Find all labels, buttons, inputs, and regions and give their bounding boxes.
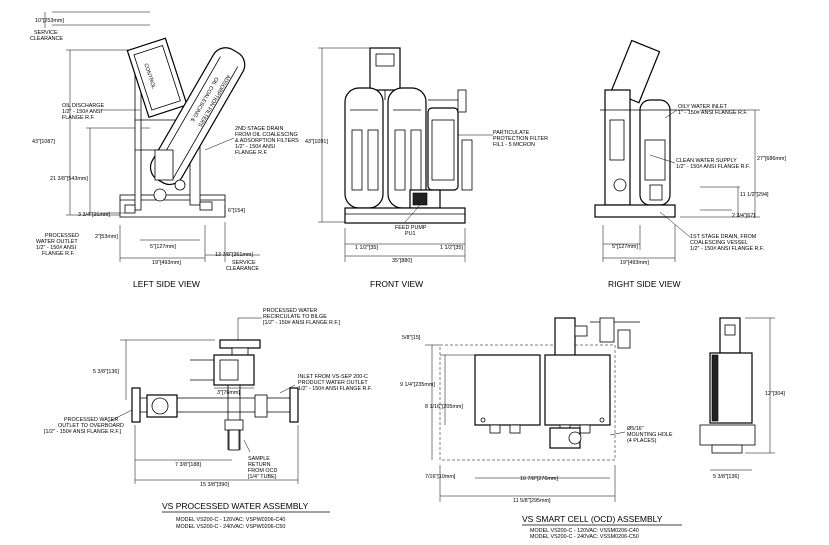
left-service-side-dim: 13 7/8"[351mm] [215,252,253,258]
pw-recirc-l2: RECIRCULATE TO BILGE [263,314,327,320]
left-2nd-stage-l3: & ADSORPTION FILTERS [235,138,299,144]
left-service-side-l1: SERVICE [232,260,256,266]
pw-model-2: MODEL VS200-C - 240VAC: VSPW0206-C50 [176,524,285,530]
pw-sample-l3: FROM OCD [248,468,277,474]
left-oil-discharge-l1: OIL DISCHARGE [62,103,104,109]
left-processed-outlet-l2: WATER OUTLET [36,239,78,245]
pw-inlet-l1: INLET FROM VS-SEP 200-C [298,374,368,380]
pw-overboard-l1: PROCESSED WATER [64,417,118,423]
front-d1-5-left-dim: 1 1/2"[35] [355,245,378,251]
left-d19-dim: 19"[493mm] [152,260,181,266]
left-h43-dim: 43"[1087] [32,139,55,145]
right-view-title: RIGHT SIDE VIEW [608,279,681,289]
right-oily-inlet-l1: OILY WATER INLET [678,104,728,110]
front-particulate-l3: FIL1 - 5 MICRON [493,142,535,148]
left-side-view: 10"[253mm] SERVICE CLEARANCE 43"[1087] 2… [30,11,299,289]
left-processed-outlet-l1: PROCESSED [45,233,79,239]
front-d1-5-right-dim: 1 1/2"[35] [440,245,463,251]
left-view-title: LEFT SIDE VIEW [133,279,200,289]
pw-recirc-l3: [1/2" - 150# ANSI FLANGE R.F.] [263,320,341,326]
sc-hole-l1: Ø5/16" [627,426,644,432]
sc-d9-1-4-dim: 9 1/4"[235mm] [400,382,435,388]
pw-model-1: MODEL VS200-C - 120VAC: VSPW0206-C40 [176,517,285,523]
pw-d7-3-8-dim: 7 3/8"[188] [175,462,201,468]
right-h2-dim: 2 3/4"[67] [732,213,755,219]
front-particulate-l2: PROTECTION FILTER [493,136,548,142]
left-2nd-stage-l4: 1/2" - 150# ANSI [235,144,275,150]
pw-sample-l1: SAMPLE [248,456,270,462]
pw-inlet-l3: 1/2" - 150# ANSI FLANGE R.F. [298,386,372,392]
front-d35-dim: 35"[880] [392,258,412,264]
right-clean-supply-l2: 1/2" - 150# ANSI FLANGE R.F. [676,164,750,170]
pw-d3-dim: 3"[76mm] [217,390,240,396]
right-first-stage-l2: COALESCING VESSEL [690,240,748,246]
sc-model-2: MODEL VS200-C - 240VAC: VSSM0206-C50 [530,534,639,540]
front-feed-pump-l1: FEED PUMP [395,225,427,231]
smart-cell-assembly: Ø5/16" MOUNTING HOLE (4 PLACES) 5/8"[15]… [400,317,785,540]
right-h11-dim: 11 1/2"[294] [740,192,769,198]
sc-d8-1-16-dim: 8 1/16"[205mm] [425,404,463,410]
left-d2-dim: 2"[53mm] [95,234,118,240]
left-oil-discharge-l2: 1/2" - 150# ANSI [62,109,102,115]
pw-inlet-l2: PRODUCT WATER OUTLET [298,380,368,386]
pw-recirc-l1: PROCESSED WATER [263,308,317,314]
left-d6-dim: 6"[154] [228,208,245,214]
sc-d7-16-dim: 7/16"[10mm] [425,474,456,480]
front-view: 43"[1091] PARTICULATE PROTECTION FILTER … [305,47,548,289]
sc-title: VS SMART CELL (OCD) ASSEMBLY [522,514,663,524]
left-2nd-stage-l5: FLANGE R.F. [235,150,268,156]
pw-overboard-l3: [1/2" - 150# ANSI FLANGE R.F.] [44,429,122,435]
pw-d15-dim: 15 3/8"[390] [200,482,229,488]
sc-d10-7-8-dim: 10 7/8"[276mm] [520,476,558,482]
right-d5-dim: 5"[127mm] [612,244,638,250]
left-service-side-l2: CLEARANCE [226,266,259,272]
sc-d12-dim: 12"[304] [765,391,785,397]
pw-sample-l4: [1/4" TUBE] [248,474,277,480]
sc-d5-8-dim: 5/8"[15] [402,335,421,341]
front-feed-pump-l2: PU1 [405,231,416,237]
sc-side-d5-3-8-dim: 5 3/8"[136] [713,474,739,480]
front-particulate-l1: PARTICULATE [493,130,530,136]
left-oil-discharge-l3: FLANGE R.F. [62,115,95,121]
left-d3-dim: 3 3/4"[95mm] [78,212,110,218]
right-oily-inlet-l2: 1" - 150# ANSI FLANGE R.F. [678,110,748,116]
front-h43-dim: 43"[1091] [305,139,328,145]
left-d5-dim: 5"[127mm] [150,244,176,250]
pw-title: VS PROCESSED WATER ASSEMBLY [162,501,309,511]
front-view-title: FRONT VIEW [370,279,423,289]
left-processed-outlet-l3: 1/2" - 150# ANSI [36,245,76,251]
sc-d11-5-8-dim: 11 5/8"[295mm] [513,498,551,504]
right-first-stage-l1: 1ST STAGE DRAIN, FROM [690,234,757,240]
left-service-top-dim: 10"[253mm] [35,18,64,24]
right-clean-supply-l1: CLEAN WATER SUPPLY [676,158,737,164]
left-2nd-stage-l2: FROM OIL COALESCING [235,132,298,138]
left-processed-outlet-l4: FLANGE R.F. [42,251,75,257]
left-service-top-l1: SERVICE [34,30,58,36]
left-h21-dim: 21 3/8"[543mm] [50,176,88,182]
right-h27-dim: 27"[686mm] [757,156,786,162]
sc-hole-l3: (4 PLACES) [627,438,657,444]
pw-sample-l2: RETURN [248,462,271,468]
right-d19-dim: 19"[493mm] [620,260,649,266]
pw-d5-3-8-dim: 5 3/8"[136] [93,369,119,375]
left-2nd-stage-l1: 2ND STAGE DRAIN [235,126,284,132]
sc-model-1: MODEL VS200-C - 120VAC: VSSM0206-C40 [530,528,639,534]
sc-hole-l2: MOUNTING HOLE [627,432,673,438]
processed-water-assembly: PROCESSED WATER RECIRCULATE TO BILGE [1/… [44,308,372,530]
pw-overboard-l2: OUTLET TO OVERBOARD [58,423,124,429]
right-first-stage-l3: 1/2" - 150# ANSI FLANGE R.F. [690,246,764,252]
left-service-top-l2: CLEARANCE [30,36,63,42]
right-side-view: OILY WATER INLET 1" - 150# ANSI FLANGE R… [594,39,786,289]
